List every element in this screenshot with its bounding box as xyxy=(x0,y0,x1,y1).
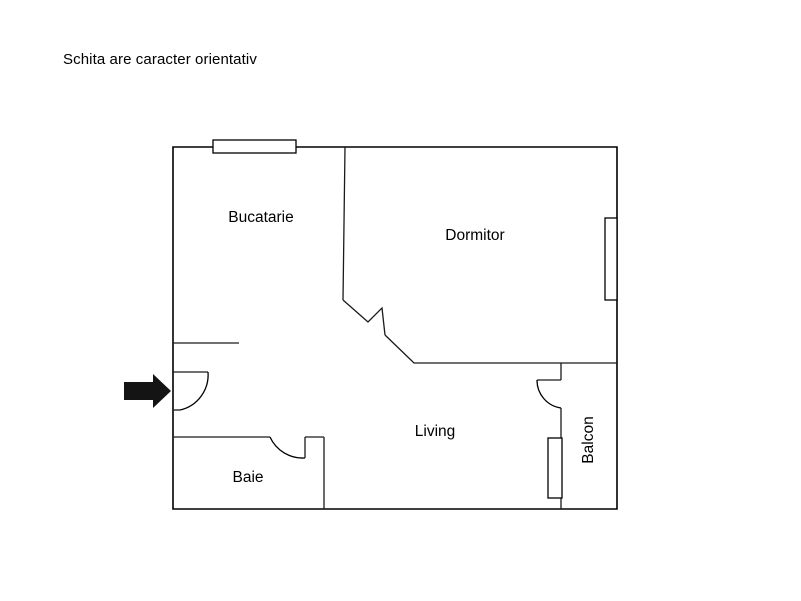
room-label-living: Living xyxy=(415,423,456,440)
page-title: Schita are caracter orientativ xyxy=(63,51,257,68)
room-label-balcon: Balcon xyxy=(580,416,597,463)
window-kitchen-top xyxy=(212,139,297,154)
door-bathroom-arc xyxy=(269,436,306,459)
room-label-dormitor: Dormitor xyxy=(445,227,504,244)
wall-dormitor-diagonal xyxy=(384,334,617,364)
door-balcony-arc xyxy=(536,379,562,409)
door-entrance-arc xyxy=(179,371,209,411)
room-label-baie: Baie xyxy=(232,469,263,486)
window-balcony-left xyxy=(547,437,563,499)
wall-dormitor-notch xyxy=(342,299,386,336)
window-bedroom-right xyxy=(604,217,618,301)
entrance-arrow-icon xyxy=(124,374,171,408)
wall-bucatarie-dormitor xyxy=(342,146,346,301)
room-label-bucatarie: Bucatarie xyxy=(228,209,293,226)
outer-wall-outline xyxy=(172,146,618,510)
